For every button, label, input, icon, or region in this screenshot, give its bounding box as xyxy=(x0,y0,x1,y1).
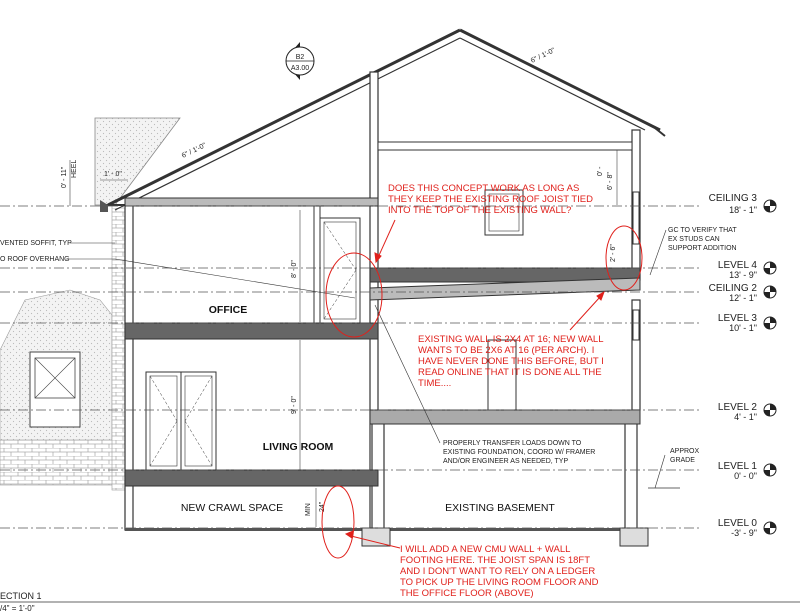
level-marker-ceiling-3: CEILING 3 18' - 1" xyxy=(709,193,777,215)
crawl-height-dimension: 24" xyxy=(319,501,326,512)
level-value: 10' - 1" xyxy=(729,323,757,333)
right-wall-dimension: 2' - 6" xyxy=(610,244,617,262)
comment-concept-line-3: INTO THE TOP OF THE EXISTING WALL? xyxy=(388,205,571,216)
roof xyxy=(100,28,666,212)
level-value: 0' - 0" xyxy=(734,471,757,481)
level-marker-level-1: LEVEL 1 0' - 0" xyxy=(718,461,777,481)
section-title-name: ECTION 1 xyxy=(0,591,42,601)
comment-existing-wall-line-1: EXISTING WALL IS 2X4 AT 16; NEW WALL xyxy=(418,334,604,345)
overhang-dimension: 1' - 0" xyxy=(104,171,122,178)
level-marker-level-3: LEVEL 3 10' - 1" xyxy=(718,313,777,333)
level-value: 12' - 1" xyxy=(729,293,757,303)
note-gc-verify-1: GC TO VERIFY THAT xyxy=(668,227,737,234)
level-name: LEVEL 2 xyxy=(718,402,758,413)
room-label-living-room: LIVING ROOM xyxy=(263,441,334,453)
comment-cmu-wall-line-2: FOOTING HERE. THE JOIST SPAN IS 18FT xyxy=(400,555,590,566)
crawl-min-label: MIN xyxy=(305,503,312,516)
heel-dimension: 0' - 11" xyxy=(61,166,68,188)
section-title: ECTION 1 /4" = 1'-0" xyxy=(0,591,800,613)
section-title-scale: /4" = 1'-0" xyxy=(0,604,35,613)
level-name: CEILING 2 xyxy=(709,283,758,294)
level-marker-level-2: LEVEL 2 4' - 1" xyxy=(718,402,777,422)
note-gc-verify-3: SUPPORT ADDITION xyxy=(668,245,737,252)
comment-concept-line-1: DOES THIS CONCEPT WORK AS LONG AS xyxy=(388,183,579,194)
level-name: LEVEL 1 xyxy=(718,461,758,472)
note-approx-grade-1: APPROX xyxy=(670,448,700,455)
section-marker-top: B2 xyxy=(296,54,305,61)
comment-cmu-wall-line-3: AND I DON'T WANT TO RELY ON A LEDGER xyxy=(400,566,595,577)
heel-label: HEEL xyxy=(71,160,78,178)
room-label-new-crawl-space: NEW CRAWL SPACE xyxy=(181,502,283,514)
level-value: -3' - 9" xyxy=(731,528,757,538)
level-lines xyxy=(0,205,700,529)
level-marker-level-4: LEVEL 4 13' - 9" xyxy=(718,260,777,280)
upper-roof-slope: 6" / 1'-0" xyxy=(530,47,557,65)
level-value: 4' - 1" xyxy=(734,412,757,422)
comment-cmu-wall-line-4: TO PICK UP THE LIVING ROOM FLOOR AND xyxy=(400,577,599,588)
level-value: 13' - 9" xyxy=(729,270,757,280)
openings xyxy=(145,189,640,471)
drawing-notes: VENTED SOFFIT, TYP O ROOF OVERHANG GC TO… xyxy=(0,227,737,489)
note-roof-overhang: O ROOF OVERHANG xyxy=(0,256,70,263)
living-height-dimension: 9' - 0" xyxy=(291,396,298,414)
note-approx-grade-2: GRADE xyxy=(670,457,695,464)
red-comments: DOES THIS CONCEPT WORK AS LONG AS THEY K… xyxy=(388,183,604,599)
section-marker-bottom: A3.00 xyxy=(291,65,309,72)
existing-house-left xyxy=(0,117,181,491)
comment-cmu-wall-line-5: THE OFFICE FLOOR (ABOVE) xyxy=(400,588,534,599)
comment-existing-wall-line-4: READ ONLINE THAT IT IS DONE ALL THE xyxy=(418,367,602,378)
note-transfer-loads-3: AND/OR ENGINEER AS NEEDED, TYP xyxy=(443,458,568,465)
note-transfer-loads-2: EXISTING FOUNDATION, COORD W/ FRAMER xyxy=(443,449,595,456)
level-name: LEVEL 4 xyxy=(718,260,758,271)
dimensions: 0' - 11" HEEL 1' - 0" 6' - 8" 0' - 2' - … xyxy=(61,150,618,527)
comment-existing-wall-line-5: TIME.... xyxy=(418,378,451,389)
red-markup xyxy=(321,219,643,559)
comment-existing-wall-line-2: WANTS TO BE 2X6 AT 16 (PER ARCH). I xyxy=(418,345,594,356)
upper-ceiling-dimension: 6' - 8" xyxy=(607,172,614,190)
note-gc-verify-2: EX STUDS CAN xyxy=(668,236,720,243)
level-name: CEILING 3 xyxy=(709,193,758,204)
note-transfer-loads-1: PROPERLY TRANSFER LOADS DOWN TO xyxy=(443,440,582,447)
note-vented-soffit: VENTED SOFFIT, TYP xyxy=(0,240,72,247)
section-marker: B2 A3.00 xyxy=(285,42,315,80)
level-marker-level-0: LEVEL 0 -3' - 9" xyxy=(718,518,777,538)
room-label-existing-basement: EXISTING BASEMENT xyxy=(445,502,555,514)
room-label-office: OFFICE xyxy=(209,304,248,316)
office-height-dimension: 8' - 0" xyxy=(291,260,298,278)
comment-concept-line-2: THEY KEEP THE EXISTING ROOF JOIST TIED xyxy=(388,194,593,205)
comment-cmu-wall-line-1: I WILL ADD A NEW CMU WALL + WALL xyxy=(400,544,570,555)
upper-top-dimension: 0' - xyxy=(597,166,604,176)
level-markers: CEILING 3 18' - 1" LEVEL 4 13' - 9" CEIL… xyxy=(709,193,777,538)
floors xyxy=(124,141,649,547)
level-marker-ceiling-2: CEILING 2 12' - 1" xyxy=(709,283,777,303)
level-name: LEVEL 3 xyxy=(718,313,758,324)
level-value: 18' - 1" xyxy=(729,205,757,215)
level-name: LEVEL 0 xyxy=(718,518,758,529)
comment-existing-wall-line-3: HAVE NEVER DONE THIS BEFORE, BUT I xyxy=(418,356,604,367)
